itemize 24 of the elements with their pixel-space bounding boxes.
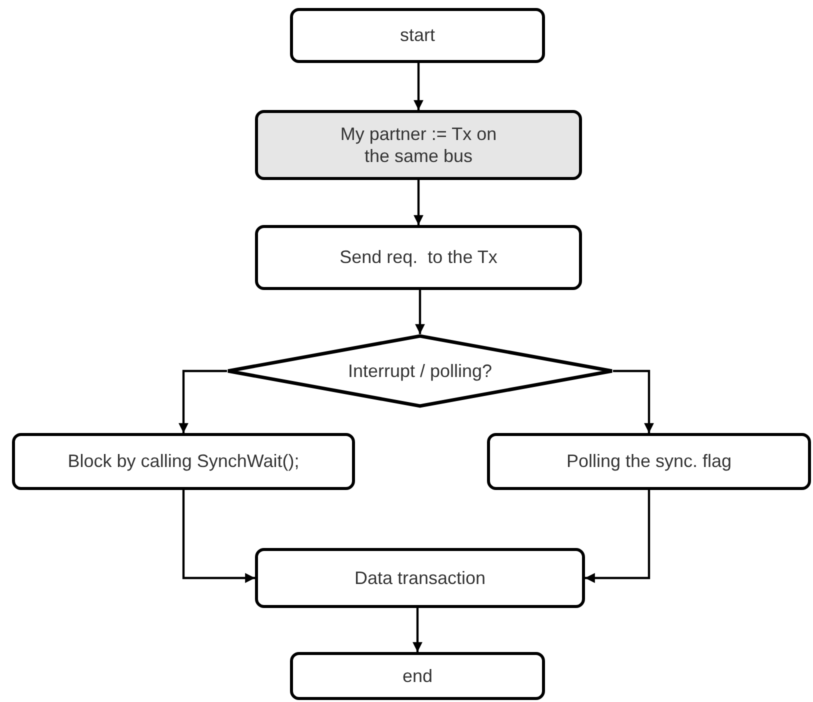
arrow: [182, 490, 255, 583]
process-box: [487, 433, 811, 490]
arrow: [414, 180, 424, 225]
node-label: Data transaction: [354, 566, 486, 590]
decision-diamond: [226, 334, 614, 408]
node-label: Interrupt / polling?: [348, 360, 492, 382]
node-label: Send req. to the Tx: [340, 246, 498, 269]
node-label: My partner := Tx on the same bus: [339, 122, 498, 168]
arrow: [585, 490, 650, 583]
node-label: Polling the sync. flag: [566, 450, 732, 473]
arrow: [415, 290, 425, 334]
process-box: [12, 433, 355, 490]
arrow: [613, 370, 654, 433]
node-label: end: [402, 664, 433, 688]
arrow: [178, 370, 227, 433]
process-box: [255, 225, 582, 290]
process-box: [255, 548, 585, 608]
process-box: [255, 110, 582, 180]
arrow: [414, 63, 424, 110]
node-label: start: [400, 24, 435, 47]
process-box: [290, 8, 545, 63]
process-box: [290, 652, 545, 700]
node-label: Block by calling SynchWait();: [68, 450, 300, 473]
arrow: [412, 608, 422, 652]
